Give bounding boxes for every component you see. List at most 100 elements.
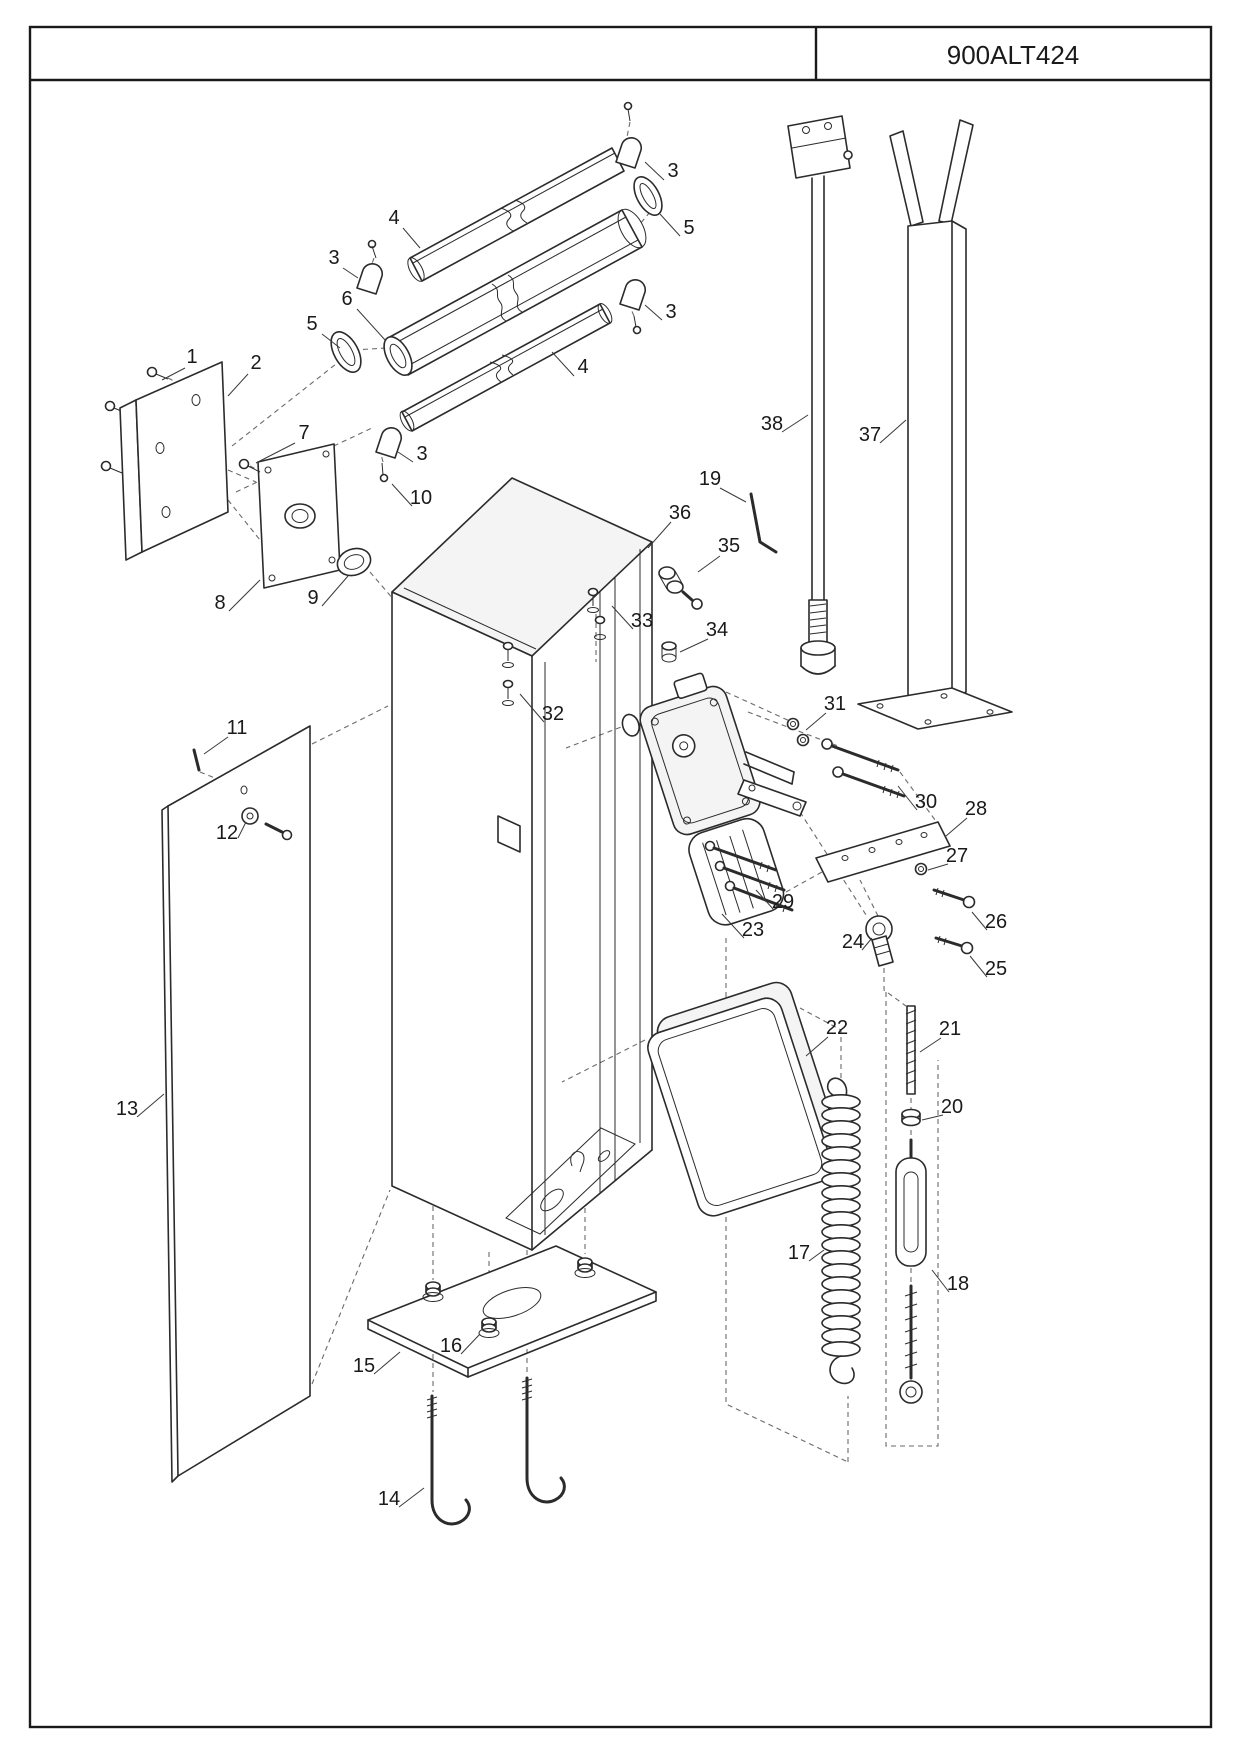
bolt-30-a [821, 738, 900, 773]
j-bolt-b [521, 1376, 566, 1504]
bracket-screws-1 [100, 366, 169, 474]
washer-27 [914, 862, 928, 876]
callout-label: 29 [772, 891, 794, 913]
clamp-3-a [356, 263, 384, 295]
nut-16-c [478, 1317, 500, 1338]
clamp-3-d [375, 427, 403, 459]
bracket-2 [119, 361, 229, 561]
anchor-post-37 [857, 119, 1013, 730]
tension-rod-assembly [895, 1005, 927, 1404]
callout-label: 36 [669, 502, 691, 524]
threaded-rod-21 [905, 1005, 917, 1095]
eye-end [899, 1380, 923, 1404]
callout-label: 15 [353, 1355, 375, 1377]
nut-16-a [422, 1281, 444, 1302]
callout-label: 4 [388, 207, 399, 229]
callout-label: 24 [842, 931, 864, 953]
callout-label: 28 [965, 798, 987, 820]
boom-end-cap-left [330, 331, 362, 373]
pin-11 [192, 748, 201, 772]
callout-label: 3 [328, 247, 339, 269]
callouts: 1 2 3 4 5 3 6 3 5 4 7 3 10 38 37 19 36 3… [116, 160, 1007, 1510]
motor-bolts [704, 717, 906, 913]
profile-clamps [356, 101, 647, 483]
output-hub [621, 713, 640, 737]
rod-end-24 [865, 915, 894, 967]
base-plate-15 [367, 1245, 657, 1378]
callout-label: 37 [859, 424, 881, 446]
cabinet-floor [505, 1127, 636, 1235]
screw-26 [932, 887, 976, 909]
callout-label: 31 [824, 693, 846, 715]
terminal-box [673, 672, 708, 700]
screw-33-a [587, 587, 599, 613]
callout-label: 3 [667, 160, 678, 182]
bolt-29-b [714, 860, 786, 893]
callout-label: 35 [718, 535, 740, 557]
callout-label: 12 [216, 822, 238, 844]
nut-16-b [574, 1257, 596, 1278]
screw-32-a [502, 641, 514, 668]
cabinet-slot [497, 815, 521, 853]
allen-key-19 [749, 492, 778, 554]
clamp-screw [632, 315, 642, 335]
lock-35 [658, 566, 703, 610]
bearing-ring-9 [336, 547, 372, 577]
nut-20 [901, 1108, 921, 1127]
callout-label: 4 [577, 356, 588, 378]
bushing-34 [661, 641, 677, 663]
clamp-screw [367, 239, 377, 259]
callout-label: 20 [941, 1096, 963, 1118]
key-blade [681, 590, 694, 602]
callout-label: 5 [683, 217, 694, 239]
floor-hook [570, 1151, 585, 1173]
key-head [691, 598, 703, 610]
drive-shaft-lever [737, 751, 807, 817]
lever-plate-assembly [815, 821, 976, 967]
callout-label: 18 [947, 1273, 969, 1295]
screw-33-b [594, 615, 606, 640]
callout-label: 6 [341, 288, 352, 310]
callout-label: 21 [939, 1018, 961, 1040]
clamp-3-c [619, 279, 647, 311]
callout-label: 23 [742, 919, 764, 941]
callout-label: 33 [631, 610, 653, 632]
document-code: 900ALT424 [947, 40, 1080, 70]
callout-label: 27 [946, 845, 968, 867]
plate-screw-7 [238, 458, 261, 473]
callout-label: 3 [416, 443, 427, 465]
washers-31 [786, 717, 810, 747]
turnbuckle-18 [895, 1138, 927, 1404]
support-rod-38 [787, 115, 853, 675]
callout-label: 11 [227, 717, 248, 739]
callout-label: 25 [985, 958, 1007, 980]
boom-end-cap-right [633, 176, 663, 216]
callout-label: 32 [542, 703, 564, 725]
callout-label: 38 [761, 413, 783, 435]
title-block: 900ALT424 [28, 25, 1213, 1729]
screw-25 [934, 935, 974, 955]
wall-bracket-assembly [100, 361, 372, 589]
door-panel-13 [161, 725, 311, 1483]
clamp-screw-10 [379, 462, 389, 483]
bolt-30-b [832, 766, 906, 799]
small-fasteners [502, 492, 778, 706]
callout-label: 8 [214, 592, 225, 614]
callout-label: 5 [306, 313, 317, 335]
callout-label: 2 [250, 352, 261, 374]
callout-label: 13 [116, 1098, 138, 1120]
bolt-29-a [704, 840, 778, 873]
bolt-29-c [724, 880, 794, 913]
callout-label: 14 [378, 1488, 400, 1510]
anchor-bolts-14 [426, 1376, 566, 1526]
control-box-22 [647, 981, 843, 1217]
boom-beam-main [383, 208, 647, 376]
callout-label: 17 [788, 1242, 810, 1264]
callout-label: 9 [307, 587, 318, 609]
callout-label: 3 [665, 301, 676, 323]
j-bolt-a [426, 1394, 471, 1526]
flange-plate-8 [257, 443, 341, 589]
screw-32-b [502, 679, 514, 706]
boom-profile-lower [399, 303, 613, 432]
